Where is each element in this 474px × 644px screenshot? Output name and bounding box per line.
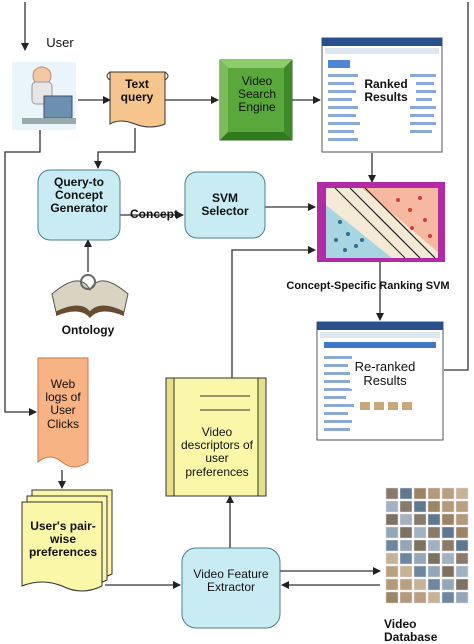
weblogs-label: Web logs of User Clicks (45, 377, 81, 431)
ontology-label: Ontology (61, 323, 115, 337)
video-thumbnail (455, 513, 469, 526)
connectors (4, 2, 469, 589)
video-thumbnail (399, 539, 413, 552)
video-thumbnail (427, 513, 441, 526)
video-thumbnail (385, 539, 399, 552)
text-query-scroll (106, 71, 169, 128)
weblogs-doc (37, 357, 89, 468)
video-thumbnail (413, 539, 427, 552)
video-thumbnail (413, 526, 427, 539)
video-database-grid (385, 487, 469, 604)
video-thumbnail (399, 552, 413, 565)
text-query-label: Text query (120, 77, 154, 105)
pairwise-doc-stack (21, 489, 113, 592)
video-thumbnail (385, 578, 399, 591)
svm-plot (317, 182, 445, 262)
video-thumbnail (385, 487, 399, 500)
line-reranked-to-top (444, 2, 469, 371)
concept-svm-label: Concept-Specific Ranking SVM (286, 280, 450, 292)
video-thumbnail (427, 591, 441, 604)
video-thumbnail (441, 513, 455, 526)
arrow-query-to-qtc (94, 128, 136, 169)
qtc-box (37, 169, 121, 241)
ontology-icon (51, 274, 129, 318)
extractor-label: Video Feature Extractor (193, 567, 269, 595)
video-thumbnail (413, 591, 427, 604)
video-thumbnail (399, 591, 413, 604)
svm-selector-box (184, 171, 266, 239)
video-thumbnail (427, 539, 441, 552)
video-thumbnail (427, 565, 441, 578)
pairwise-label: User's pair-wise preferences (28, 519, 98, 560)
video-thumbnail (455, 578, 469, 591)
video-thumbnail (441, 552, 455, 565)
video-thumbnail (427, 552, 441, 565)
video-thumbnail (441, 565, 455, 578)
video-thumbnail (455, 487, 469, 500)
video-thumbnail (413, 513, 427, 526)
video-thumbnail (455, 526, 469, 539)
video-thumbnail (427, 500, 441, 513)
video-thumbnail (399, 526, 413, 539)
video-thumbnail (455, 591, 469, 604)
qtc-label: Query-to Concept Generator (50, 175, 108, 216)
concept-label: Concept (130, 207, 178, 221)
video-thumbnail (441, 487, 455, 500)
video-thumbnail (413, 500, 427, 513)
descriptors-doc (165, 377, 267, 497)
video-thumbnail (413, 552, 427, 565)
video-thumbnail (427, 578, 441, 591)
video-thumbnail (441, 591, 455, 604)
video-thumbnail (441, 500, 455, 513)
video-thumbnail (385, 500, 399, 513)
video-thumbnail (385, 565, 399, 578)
video-thumbnail (427, 526, 441, 539)
video-thumbnail (413, 578, 427, 591)
arrow-user-to-weblogs (4, 128, 41, 416)
svm-selector-label: SVM Selector (201, 191, 249, 219)
user-label: User (46, 35, 74, 50)
video-thumbnail (399, 513, 413, 526)
reranked-results-screenshot (316, 321, 444, 441)
video-database-label: Video Database (384, 617, 438, 644)
extractor-box (181, 547, 281, 629)
video-thumbnail (441, 578, 455, 591)
video-thumbnail (385, 552, 399, 565)
video-thumbnail (455, 539, 469, 552)
descriptors-label: Video descriptors of user preferences (180, 425, 254, 479)
video-thumbnail (455, 565, 469, 578)
video-thumbnail (455, 552, 469, 565)
video-thumbnail (385, 526, 399, 539)
video-thumbnail (399, 500, 413, 513)
ranked-results-label: Ranked Results (356, 77, 416, 105)
video-thumbnail (413, 565, 427, 578)
video-thumbnail (399, 578, 413, 591)
reranked-results-label: Re-ranked Results (350, 359, 420, 389)
video-thumbnail (385, 513, 399, 526)
search-engine-label: Video Search Engine (237, 74, 277, 115)
video-thumbnail (399, 565, 413, 578)
video-thumbnail (385, 591, 399, 604)
video-thumbnail (441, 526, 455, 539)
user-icon (12, 62, 76, 130)
video-thumbnail (413, 487, 427, 500)
search-engine-box (219, 59, 293, 141)
video-thumbnail (399, 487, 413, 500)
video-thumbnail (455, 500, 469, 513)
video-thumbnail (427, 487, 441, 500)
arrow-descriptors-to-svm (231, 246, 316, 378)
video-thumbnail (441, 539, 455, 552)
